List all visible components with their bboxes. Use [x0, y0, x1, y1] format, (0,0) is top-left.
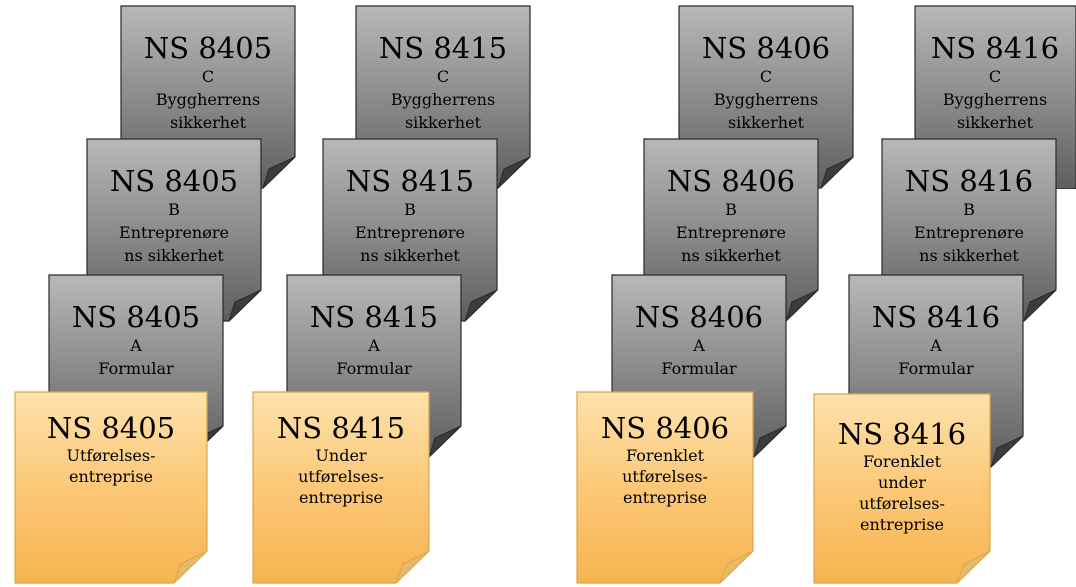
- doc-level: A: [130, 336, 142, 355]
- doc-label-line: Under: [315, 446, 367, 465]
- doc-main-ns8416: NS 8416 Forenklet under utførelses- entr…: [813, 393, 991, 584]
- doc-label-line: Utførelses-: [66, 446, 156, 465]
- doc-label-line: Entreprenøre: [914, 223, 1024, 242]
- folded-page-icon: [576, 391, 754, 584]
- doc-label-line: ns sikkerhet: [919, 246, 1019, 265]
- doc-label-line: entreprise: [298, 488, 383, 507]
- doc-label-line: Entreprenøre: [676, 223, 786, 242]
- doc-level: B: [168, 200, 180, 219]
- doc-main-ns8405: NS 8405 Utførelses- entreprise: [14, 391, 208, 584]
- doc-label-line: Formular: [661, 359, 737, 378]
- doc-code: NS 8415: [276, 411, 406, 445]
- doc-code: NS 8405: [109, 164, 239, 198]
- doc-label-line: Byggherrens: [155, 90, 261, 109]
- doc-label-line: utførelses-: [622, 467, 708, 486]
- doc-code: NS 8416: [871, 300, 1001, 334]
- doc-code: NS 8416: [837, 417, 967, 451]
- doc-label-line: entreprise: [859, 515, 944, 534]
- doc-code: NS 8416: [930, 31, 1060, 65]
- doc-code: NS 8415: [309, 300, 439, 334]
- doc-code: NS 8405: [143, 31, 273, 65]
- doc-label-line: ns sikkerhet: [124, 246, 224, 265]
- doc-level: B: [725, 200, 737, 219]
- doc-level: B: [404, 200, 416, 219]
- doc-code: NS 8415: [345, 164, 475, 198]
- doc-label-line: Byggherrens: [942, 90, 1048, 109]
- folded-page-icon: [813, 393, 991, 584]
- doc-label-line: Entreprenøre: [119, 223, 229, 242]
- doc-level: A: [930, 336, 942, 355]
- doc-label-line: under: [878, 473, 926, 492]
- folded-page-icon: [14, 391, 208, 584]
- doc-label-line: Formular: [898, 359, 974, 378]
- doc-label-line: utførelses-: [859, 494, 945, 513]
- doc-code: NS 8406: [666, 164, 796, 198]
- doc-label-line: Forenklet: [626, 446, 704, 465]
- doc-label-line: Byggherrens: [390, 90, 496, 109]
- doc-code: NS 8406: [634, 300, 764, 334]
- doc-code: NS 8405: [46, 411, 176, 445]
- doc-code: NS 8405: [71, 300, 201, 334]
- doc-level: A: [693, 336, 705, 355]
- doc-label-line: Formular: [336, 359, 412, 378]
- doc-label-line: Byggherrens: [713, 90, 819, 109]
- doc-level: C: [988, 67, 1002, 86]
- doc-main-ns8415: NS 8415 Under utførelses- entreprise: [252, 391, 430, 584]
- doc-label-line: ns sikkerhet: [681, 246, 781, 265]
- doc-label-line: Formular: [98, 359, 174, 378]
- doc-code: NS 8415: [378, 31, 508, 65]
- doc-code: NS 8416: [904, 164, 1034, 198]
- doc-code: NS 8406: [600, 411, 730, 445]
- doc-label-line: entreprise: [68, 467, 153, 486]
- doc-label-line: ns sikkerhet: [360, 246, 460, 265]
- doc-level: A: [368, 336, 380, 355]
- doc-label-line: utførelses-: [298, 467, 384, 486]
- doc-code: NS 8406: [701, 31, 831, 65]
- folded-page-icon: [252, 391, 430, 584]
- doc-label-line: sikkerhet: [727, 113, 805, 132]
- doc-label-line: sikkerhet: [169, 113, 247, 132]
- doc-label-line: sikkerhet: [404, 113, 482, 132]
- doc-level: C: [759, 67, 773, 86]
- doc-level: B: [963, 200, 975, 219]
- doc-level: C: [436, 67, 450, 86]
- doc-label-line: sikkerhet: [956, 113, 1034, 132]
- doc-level: C: [201, 67, 215, 86]
- doc-label-line: entreprise: [622, 488, 707, 507]
- doc-label-line: Forenklet: [863, 452, 941, 471]
- doc-main-ns8406: NS 8406 Forenklet utførelses- entreprise: [576, 391, 754, 584]
- doc-label-line: Entreprenøre: [355, 223, 465, 242]
